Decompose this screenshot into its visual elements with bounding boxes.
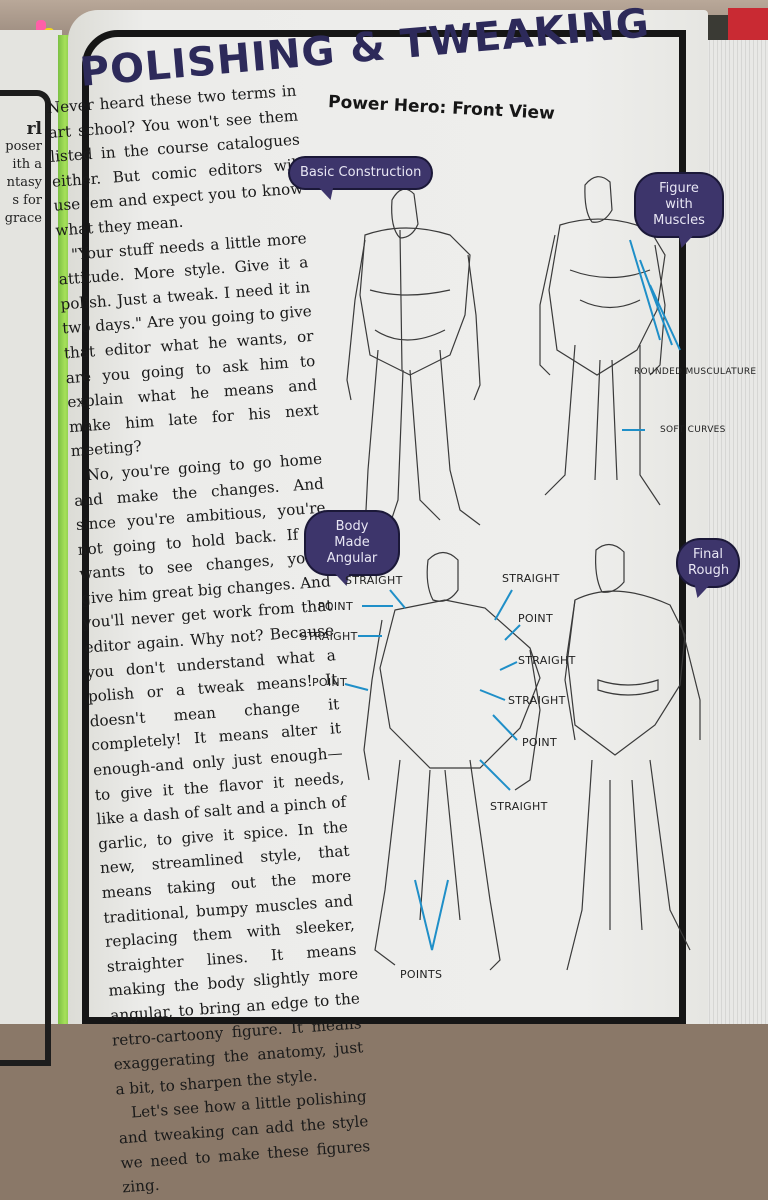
left-page: rl poser ith a ntasy s for grace <box>0 30 62 1066</box>
figure-basic-construction <box>345 188 481 531</box>
left-heading: rl <box>26 119 42 139</box>
label-straight: STRAIGHT <box>345 574 403 587</box>
left-line: grace <box>4 211 42 226</box>
left-line: s for <box>12 193 42 208</box>
paragraph: Let's see how a little polishing and twe… <box>118 1087 371 1197</box>
label-points: POINTS <box>400 968 443 981</box>
label-straight: STRAIGHT <box>518 654 576 667</box>
figure-final-rough <box>564 543 701 971</box>
bubble-basic-construction: Basic Construction <box>290 158 432 188</box>
label-straight: STRAIGHT <box>502 572 560 585</box>
left-line: ntasy <box>6 175 42 190</box>
label-straight: STRAIGHT <box>300 630 358 643</box>
figure-with-muscles <box>539 176 666 506</box>
label-soft-curves: SOFT CURVES <box>660 425 726 435</box>
label-point: POINT <box>312 676 347 689</box>
label-point: POINT <box>522 736 557 749</box>
left-line: poser <box>5 139 42 154</box>
label-point: POINT <box>318 600 353 613</box>
bubble-final-rough: Final Rough <box>678 540 738 586</box>
label-straight: STRAIGHT <box>490 800 548 813</box>
left-line: ith a <box>12 157 42 172</box>
label-point: POINT <box>518 612 553 625</box>
bubble-figure-with-muscles: Figure with Muscles <box>636 174 722 236</box>
figure-angular <box>363 551 541 971</box>
page-frame <box>82 30 686 1024</box>
bubble-body-made-angular: Body Made Angular <box>306 512 398 574</box>
label-straight: STRAIGHT <box>508 694 566 707</box>
left-page-text: rl poser ith a ntasy s for grace <box>0 120 42 228</box>
figure-sketches <box>344 176 701 971</box>
pointer-lines <box>344 239 681 951</box>
label-rounded-musculature: ROUNDED MUSCULATURE <box>634 367 757 377</box>
